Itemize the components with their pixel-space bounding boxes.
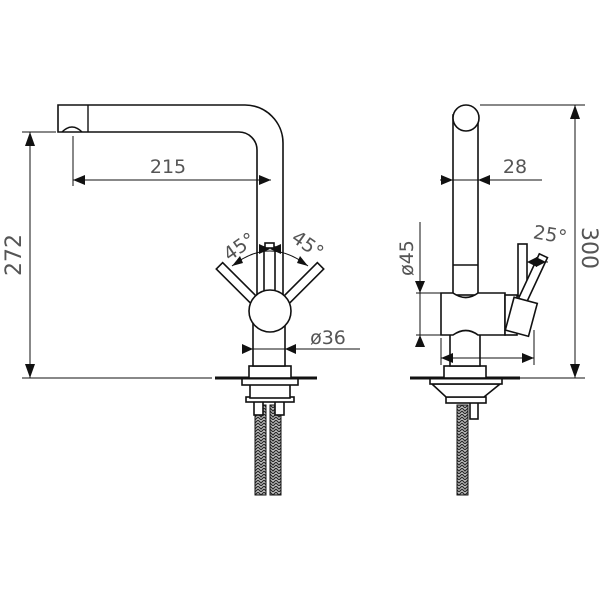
arrow [441,175,453,185]
body-diameter-label: ø45 [396,240,418,276]
reach-label: 215 [150,156,186,178]
spout-pipe [452,114,479,296]
arrow [522,353,534,363]
arrow [73,175,85,185]
valve-body [440,292,506,336]
mount-body [429,383,503,398]
base-collar [443,365,487,379]
arrow [478,175,490,185]
height-label: 272 [2,234,27,276]
arrow [25,132,35,146]
hose-right [269,404,282,496]
height-label: 300 [576,227,600,269]
body-diameter-label: ø36 [310,327,346,349]
stud [469,401,479,420]
arrow [570,364,580,378]
arrow [415,335,425,347]
hose-left [254,404,267,496]
side-view: 300 28 ø45 25° [396,104,600,496]
arrow [259,244,270,254]
spindle-cap [264,242,275,249]
arrow [259,175,271,185]
arrow [285,344,296,354]
arrow [441,353,453,363]
spout-end-circle [452,104,480,132]
aerator [61,126,83,133]
arrow [25,364,35,378]
arrow [232,256,243,266]
base-collar [248,365,292,379]
lower-stem [449,329,481,367]
valve-body-circle [248,289,292,333]
arrow [415,281,425,293]
arrow [536,257,546,267]
lever-cartridge [504,296,539,338]
spout-diameter-label: 28 [503,156,527,178]
arrow [242,344,253,354]
right-angle-label: 45° [287,226,327,263]
arrow [570,105,580,119]
hose [456,404,469,496]
lever-angle-label: 25° [532,221,569,249]
arrow [527,257,537,267]
arrow [270,244,281,254]
front-view: 45° 45° 272 215 ø36 [2,104,360,496]
left-angle-label: 45° [219,228,259,265]
spout [57,104,284,301]
arrow [297,256,308,266]
mount-nut [445,396,487,404]
